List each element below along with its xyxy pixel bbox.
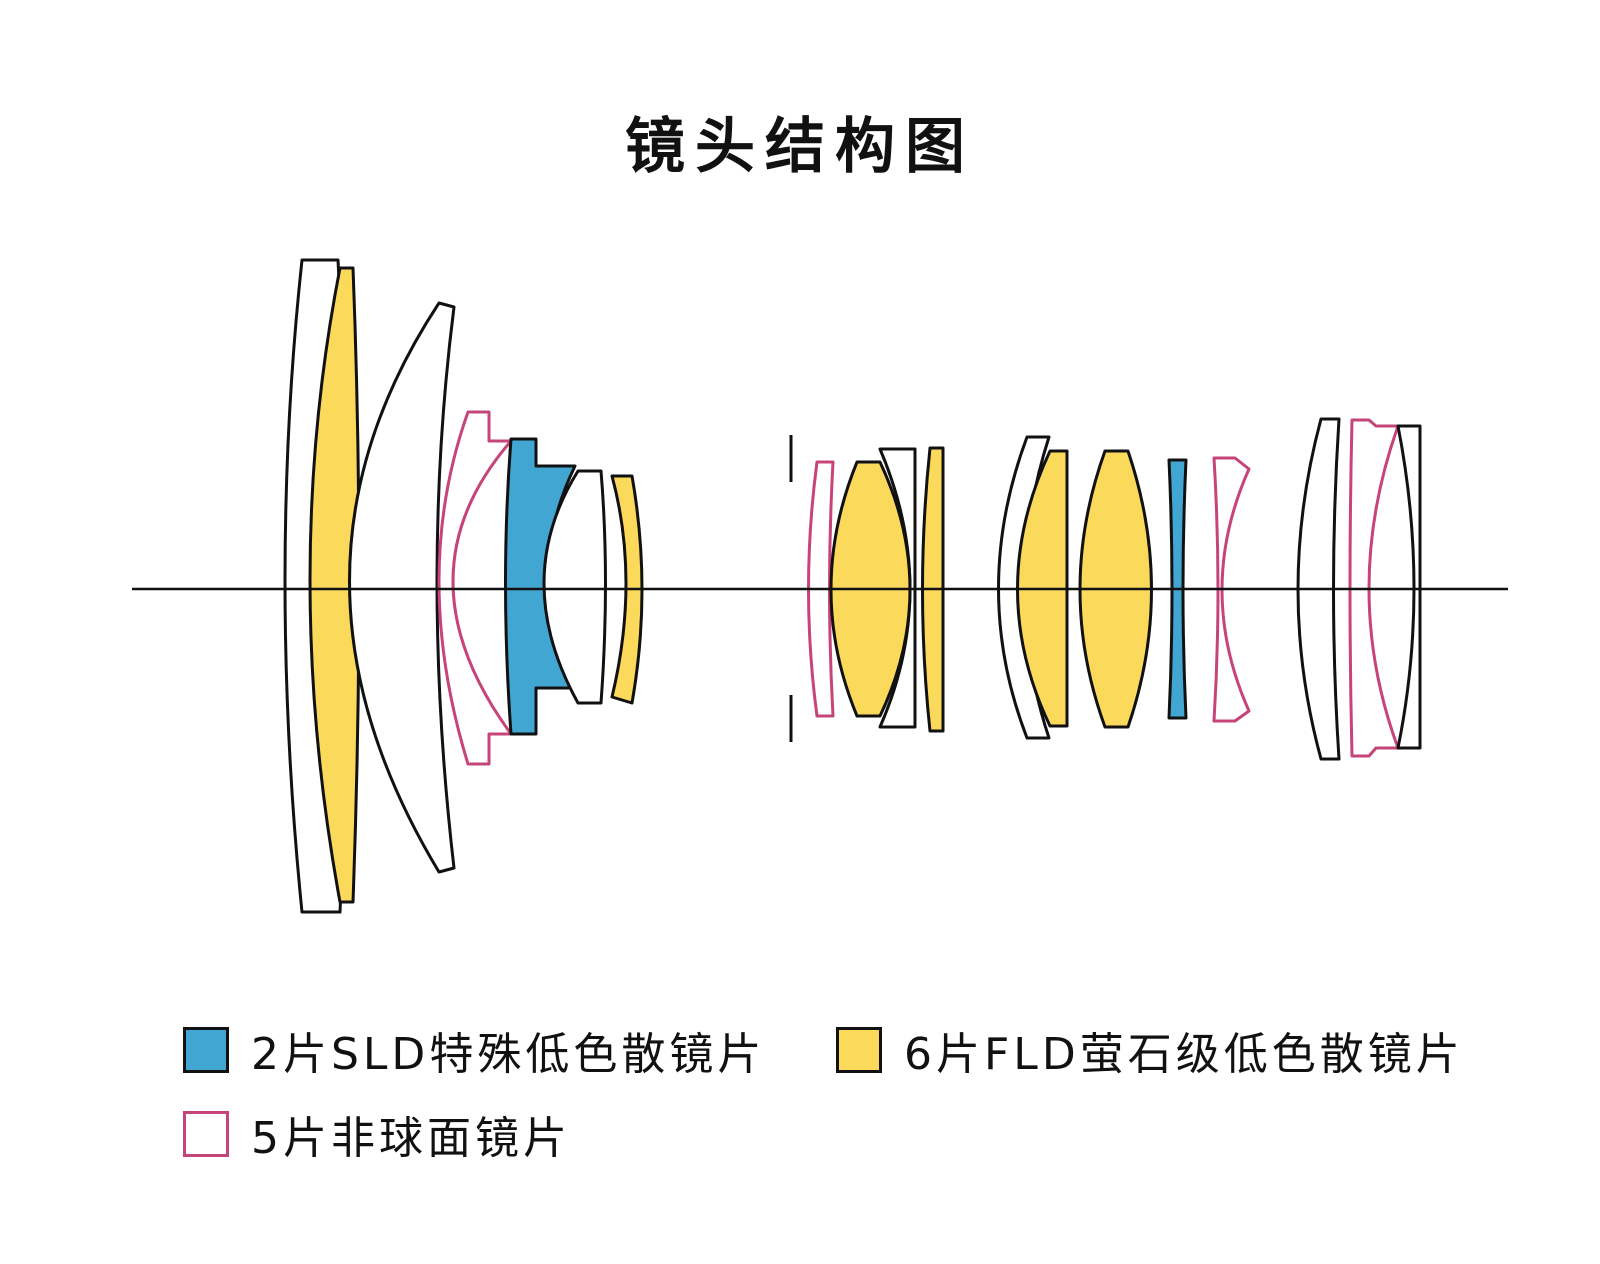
legend-item-fld: 6片FLD萤石级低色散镜片 [836,1018,1464,1082]
legend-swatch-fld [836,1027,882,1073]
legend-item-sld: 2片SLD特殊低色散镜片 [183,1018,765,1082]
legend-label-sld: 2片SLD特殊低色散镜片 [251,1029,766,1080]
lens-element-16-aspherical [1212,456,1251,723]
lens-element-4-aspherical [437,410,513,766]
legend-swatch-aspherical [183,1111,229,1157]
lens-element-19 [1396,424,1422,750]
legend-item-aspherical: 5片非球面镜片 [183,1102,571,1166]
legend-swatch-sld [183,1027,229,1073]
diagram-title: 镜头结构图 [625,112,975,182]
lens-element-2-fld [308,266,361,904]
lens-element-3 [348,301,456,874]
lens-element-6 [542,469,607,705]
legend-label-aspherical: 5片非球面镜片 [251,1113,571,1164]
legend-label-fld: 6片FLD萤石级低色散镜片 [904,1029,1464,1080]
